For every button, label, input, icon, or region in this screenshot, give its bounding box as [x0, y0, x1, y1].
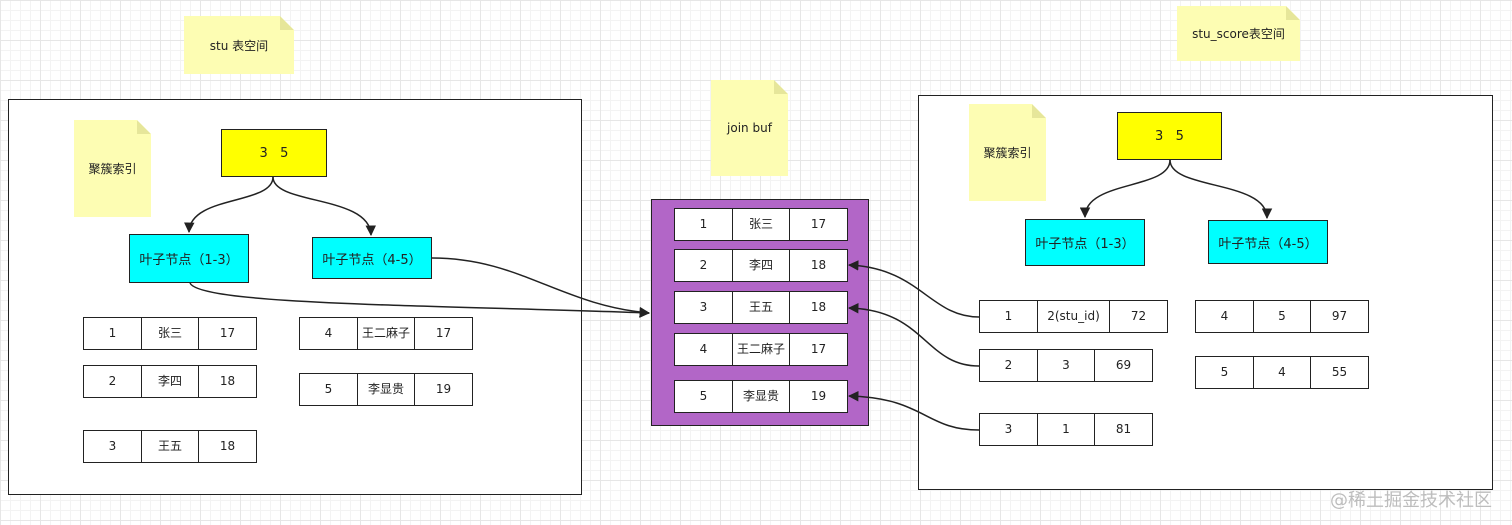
- buf-row-4: 4 王二麻子 17: [674, 333, 848, 366]
- clustered-index-note-right: 聚簇索引: [969, 104, 1046, 201]
- score-row-1-score: 72: [1109, 300, 1168, 333]
- score-row-5-id: 5: [1195, 356, 1254, 389]
- score-row-2-stu-id: 3: [1036, 349, 1096, 382]
- score-row-2: 2 3 69: [979, 349, 1153, 382]
- score-root-keys: 3 5: [1155, 128, 1184, 144]
- buf-row-3-id: 3: [674, 291, 733, 324]
- buf-row-5: 5 李显贵 19: [674, 380, 848, 413]
- stu-tablespace-note: stu 表空间: [184, 16, 294, 74]
- buf-row-3-age: 18: [789, 291, 848, 324]
- buf-row-4-age: 17: [789, 333, 848, 366]
- buf-row-3: 3 王五 18: [674, 291, 848, 324]
- score-row-5: 5 4 55: [1195, 356, 1369, 389]
- buf-row-1-name: 张三: [731, 208, 791, 241]
- stu-row-1-id: 1: [83, 317, 142, 350]
- buf-row-5-name: 李显贵: [731, 380, 791, 413]
- buf-row-1-id: 1: [674, 208, 733, 241]
- stu-root-keys: 3 5: [259, 145, 289, 161]
- buf-row-4-name: 王二麻子: [731, 333, 791, 366]
- score-leaf-node-1-3: 叶子节点（1-3）: [1025, 219, 1145, 266]
- score-row-3: 3 1 81: [979, 413, 1153, 446]
- stu-score-tablespace-label: stu_score表空间: [1192, 27, 1285, 41]
- stu-row-4-age: 17: [414, 317, 473, 350]
- stu-row-1: 1 张三 17: [83, 317, 257, 350]
- clustered-index-label-left: 聚簇索引: [88, 162, 137, 176]
- stu-root-node: 3 5: [221, 129, 327, 177]
- stu-row-5-age: 19: [414, 373, 473, 406]
- score-row-1-stu-id: 2(stu_id): [1036, 300, 1111, 333]
- clustered-index-label-right: 聚簇索引: [983, 146, 1032, 160]
- score-row-4: 4 5 97: [1195, 300, 1369, 333]
- score-row-4-id: 4: [1195, 300, 1254, 333]
- buf-row-3-name: 王五: [731, 291, 791, 324]
- stu-leaf-label-1-3: 叶子节点（1-3）: [139, 253, 239, 268]
- buf-row-2-age: 18: [789, 249, 848, 282]
- stu-row-4-name: 王二麻子: [356, 317, 416, 350]
- buf-row-2-id: 2: [674, 249, 733, 282]
- score-leaf-label-4-5: 叶子节点（4-5）: [1218, 236, 1318, 252]
- stu-row-2-id: 2: [83, 365, 142, 398]
- stu-row-3-id: 3: [83, 430, 142, 463]
- stu-row-2-age: 18: [198, 365, 257, 398]
- score-row-4-stu-id: 5: [1252, 300, 1312, 333]
- buf-row-1: 1 张三 17: [674, 208, 848, 241]
- stu-row-5: 5 李显贵 19: [299, 373, 473, 406]
- score-row-3-stu-id: 1: [1036, 413, 1096, 446]
- score-root-node: 3 5: [1117, 112, 1222, 160]
- stu-leaf-label-4-5: 叶子节点（4-5）: [322, 252, 422, 268]
- clustered-index-note-left: 聚簇索引: [74, 120, 151, 217]
- score-row-4-score: 97: [1310, 300, 1369, 333]
- buf-row-4-id: 4: [674, 333, 733, 366]
- score-row-3-score: 81: [1094, 413, 1153, 446]
- join-buf-label: join buf: [727, 121, 772, 135]
- stu-row-2: 2 李四 18: [83, 365, 257, 398]
- score-row-5-stu-id: 4: [1252, 356, 1312, 389]
- buf-row-1-age: 17: [789, 208, 848, 241]
- score-row-3-id: 3: [979, 413, 1038, 446]
- stu-tablespace-label: stu 表空间: [209, 38, 269, 53]
- score-row-2-id: 2: [979, 349, 1038, 382]
- score-row-2-score: 69: [1094, 349, 1153, 382]
- stu-row-3: 3 王五 18: [83, 430, 257, 463]
- buf-row-5-id: 5: [674, 380, 733, 413]
- buf-row-2-name: 李四: [731, 249, 791, 282]
- stu-row-3-age: 18: [198, 430, 257, 463]
- score-leaf-label-1-3: 叶子节点（1-3）: [1035, 237, 1135, 252]
- stu-score-tablespace-note: stu_score表空间: [1177, 6, 1300, 61]
- score-row-5-score: 55: [1310, 356, 1369, 389]
- buf-row-2: 2 李四 18: [674, 249, 848, 282]
- buf-row-5-age: 19: [789, 380, 848, 413]
- score-row-1-id: 1: [979, 300, 1038, 333]
- join-buf-note: join buf: [711, 80, 788, 176]
- stu-leaf-node-4-5: 叶子节点（4-5）: [312, 237, 432, 279]
- stu-row-1-age: 17: [198, 317, 257, 350]
- score-row-1: 1 2(stu_id) 72: [979, 300, 1168, 333]
- score-leaf-node-4-5: 叶子节点（4-5）: [1208, 220, 1328, 264]
- stu-row-4: 4 王二麻子 17: [299, 317, 473, 350]
- stu-row-4-id: 4: [299, 317, 358, 350]
- stu-row-2-name: 李四: [140, 365, 200, 398]
- stu-leaf-node-1-3: 叶子节点（1-3）: [129, 234, 249, 283]
- stu-row-5-name: 李显贵: [356, 373, 416, 406]
- stu-row-1-name: 张三: [140, 317, 200, 350]
- stu-row-3-name: 王五: [140, 430, 200, 463]
- site-watermark: @稀土掘金技术社区: [1330, 490, 1492, 511]
- stu-row-5-id: 5: [299, 373, 358, 406]
